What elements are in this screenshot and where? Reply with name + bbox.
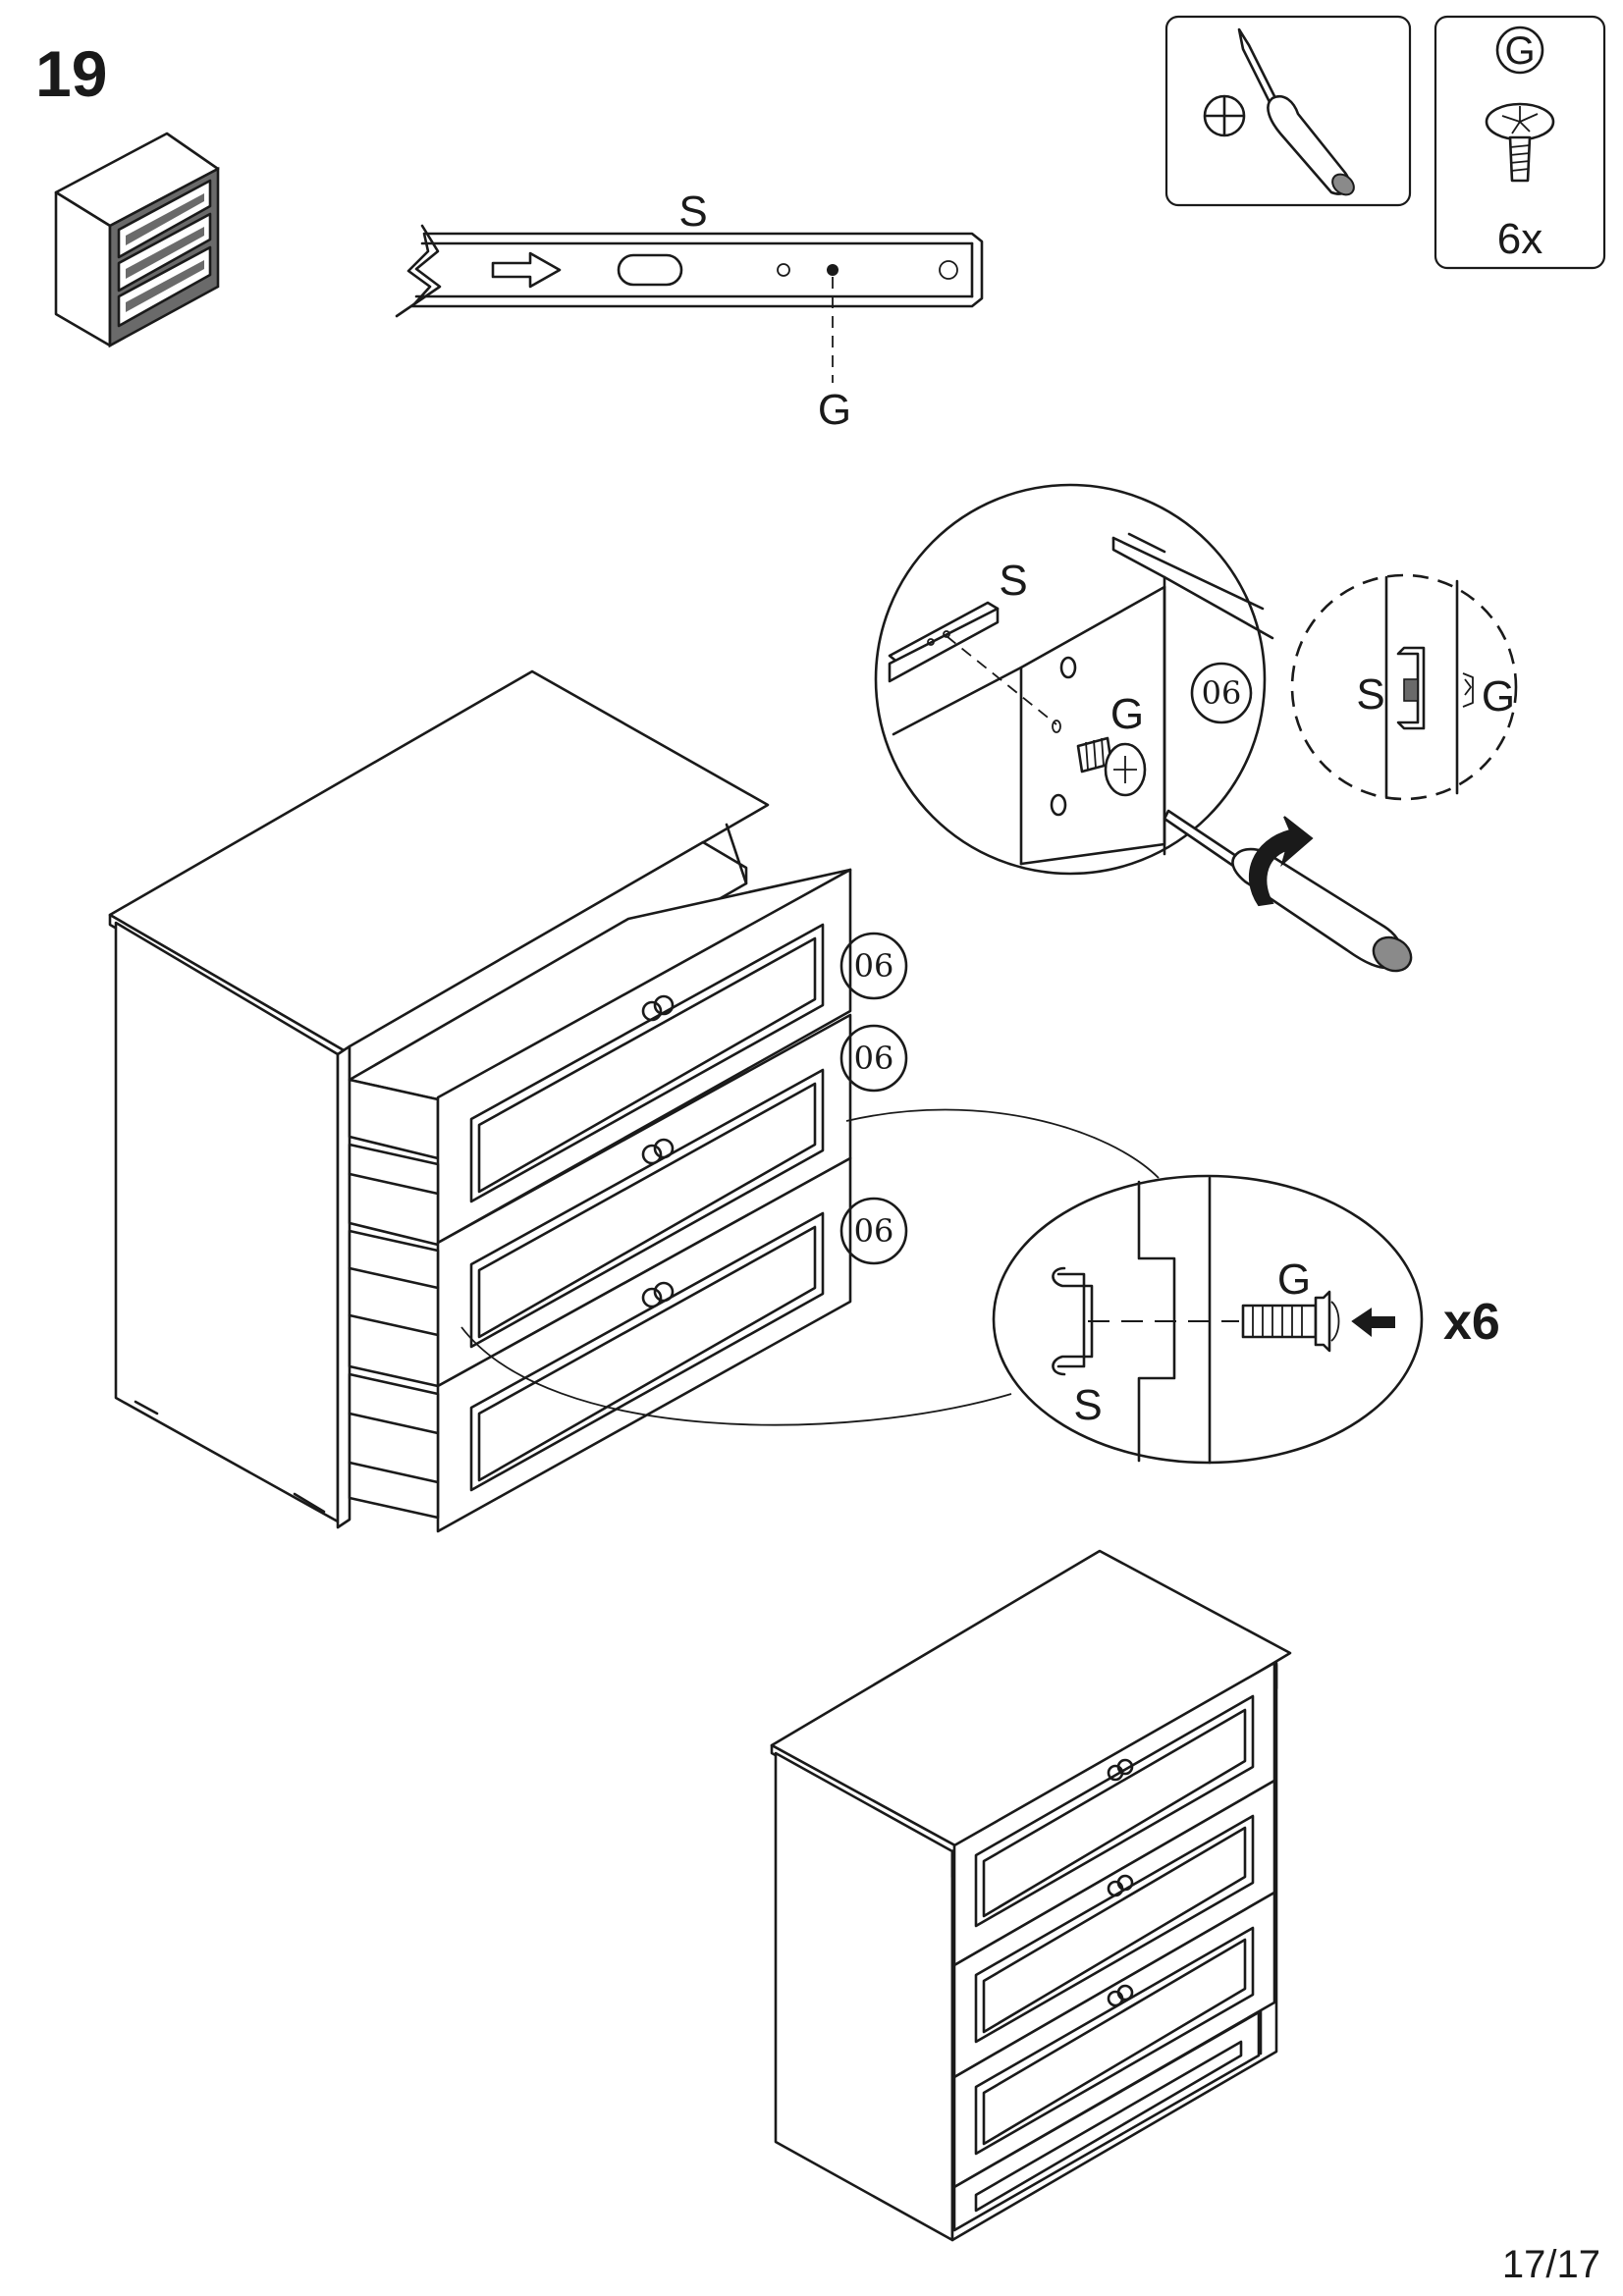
- zoom-top-rail-label: S: [999, 557, 1027, 605]
- rotate-arrow-icon: [1249, 816, 1314, 907]
- zoom-bottom-rail-label: S: [1073, 1381, 1102, 1429]
- svg-text:06: 06: [854, 947, 894, 985]
- zoom-top-screw-label: G: [1110, 690, 1144, 738]
- step-number: 19: [35, 37, 107, 110]
- dresser-open-drawers: [108, 669, 852, 1533]
- svg-text:06: 06: [854, 1212, 894, 1250]
- zoom-detail-side: [1290, 573, 1518, 801]
- phillips-screwdriver-icon: [1203, 27, 1355, 196]
- drawer-badge-1: 06: [839, 932, 908, 1000]
- fitting-g-label: G: [1504, 29, 1535, 73]
- rail-detail: [395, 224, 984, 383]
- dresser-assembled: [770, 1549, 1292, 2242]
- hole-label-g: G: [818, 386, 851, 434]
- arrow-left-icon: [1351, 1308, 1395, 1338]
- svg-text:06: 06: [854, 1040, 894, 1077]
- screwdriver-tool-box: [1164, 15, 1412, 207]
- drawer-badge-3: 06: [839, 1197, 908, 1265]
- multiplier-label: x6: [1443, 1294, 1500, 1351]
- drawer-lower: [348, 1156, 852, 1533]
- fitting-g-box: G 6x: [1434, 15, 1606, 270]
- drawer-top: [348, 868, 852, 1245]
- zoom-side-s-label: S: [1356, 670, 1384, 719]
- zoom-detail-bottom: [992, 1174, 1424, 1465]
- zoom-top-badge: 06: [1202, 674, 1242, 712]
- zoom-bottom-screw-label: G: [1277, 1255, 1311, 1304]
- zoom-side-g-label: G: [1482, 672, 1515, 721]
- rail-label-s: S: [678, 187, 707, 236]
- arrow-right-icon: [491, 251, 562, 289]
- dresser-thumbnail-icon: [54, 132, 220, 348]
- zoom-detail-top: 06: [874, 483, 1413, 973]
- page-number: 17/17: [1502, 2243, 1600, 2286]
- fitting-quantity: 6x: [1497, 215, 1542, 263]
- screw-icon: [1485, 102, 1555, 183]
- drawer-bottom: [348, 1372, 440, 1520]
- drawer-badge-2: 06: [839, 1024, 908, 1093]
- drawer-middle: [348, 1013, 852, 1388]
